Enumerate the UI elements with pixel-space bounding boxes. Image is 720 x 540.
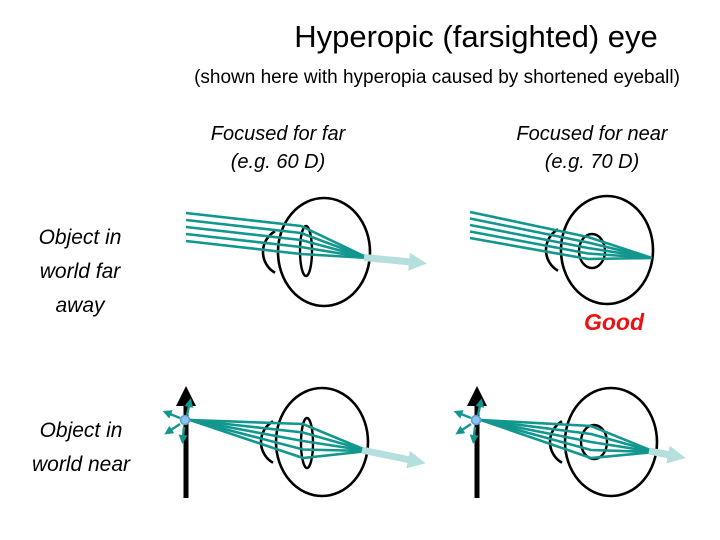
burst-arrow [475,398,485,416]
light-ray [469,217,653,260]
cornea [261,230,276,274]
burst-arrow [184,398,194,416]
focal-arrow [363,252,427,271]
light-ray [480,418,656,454]
light-ray [480,418,656,460]
focal-arrow [648,445,686,464]
point-source-burst [453,398,485,444]
point-source [470,414,482,426]
light-ray [480,418,656,454]
row-header-object-far: Object in world far away [38,226,122,317]
light-rays [189,418,369,460]
diagram-far-object-focused-far [185,196,427,308]
diagram-near-object-focused-far [162,386,426,498]
light-ray [469,236,653,261]
eye-outline [563,386,659,498]
light-rays [480,418,656,460]
light-ray [480,418,656,454]
light-ray [189,418,369,453]
diagram-far-object-focused-near [469,194,655,306]
light-rays [469,210,653,261]
light-ray [469,223,653,260]
good-annotation: Good [583,309,645,335]
light-ray [185,232,369,260]
light-ray [480,418,656,454]
light-ray [189,418,369,453]
burst-arrow [455,423,472,435]
light-ray [189,418,369,460]
diagram-near-object-focused-near [453,386,686,498]
burst-arrow [453,410,472,420]
light-ray [185,225,369,260]
light-ray [185,218,369,260]
point-source-dot [179,414,191,426]
column-header-focused-for-near: Focused for near (e.g. 70 D) [516,123,668,173]
focal-arrow [361,446,426,469]
burst-arrow [469,426,479,444]
eye-outline [274,386,370,498]
column-header-focused-for-far: Focused for far (e.g. 60 D) [210,123,346,173]
light-ray [469,210,653,260]
point-source-dot [470,414,482,426]
point-source [179,414,191,426]
page-title: Hyperopic (farsighted) eye [294,19,658,54]
light-rays [185,211,369,260]
point-source-burst [162,398,194,444]
light-ray [469,230,653,260]
burst-arrow [178,426,188,444]
row-header-object-near: Object in world near [31,419,131,476]
burst-arrow [164,423,181,435]
light-ray [189,418,369,453]
burst-arrow [162,410,181,420]
eye-outline [559,194,655,306]
lens [298,224,314,278]
light-ray [185,239,369,260]
page-subtitle: (shown here with hyperopia caused by sho… [194,67,680,88]
light-ray [185,211,369,260]
light-ray [189,418,369,453]
cornea [259,420,274,464]
cornea [544,228,559,272]
